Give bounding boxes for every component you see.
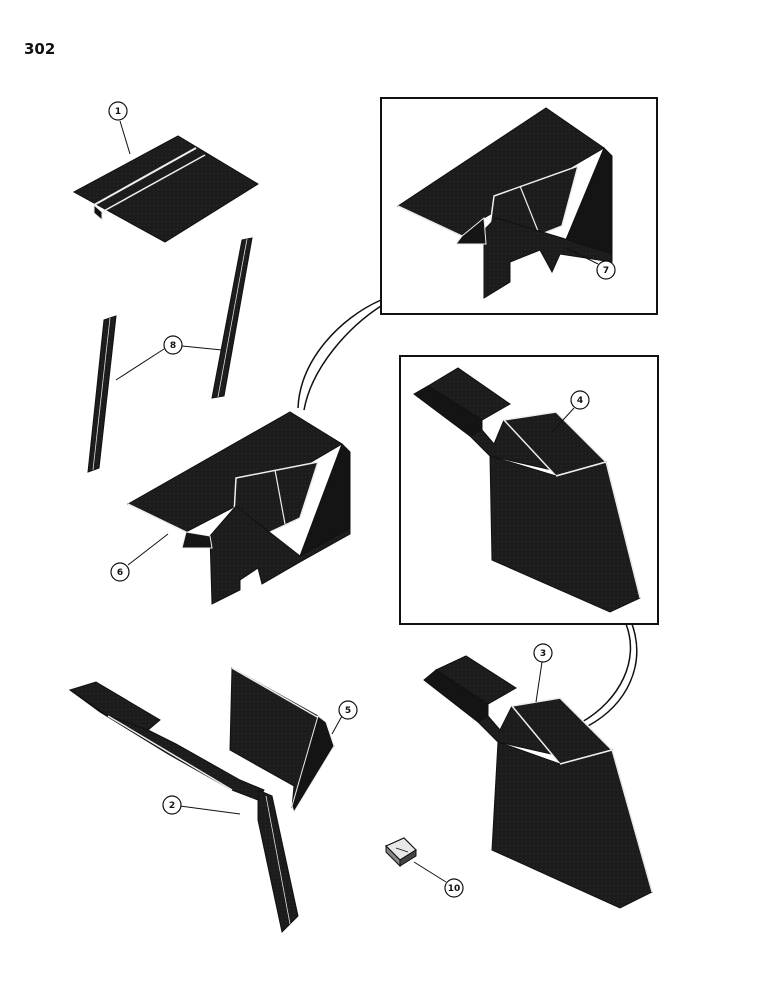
part-5-side-panel xyxy=(229,667,335,814)
part-3-panel xyxy=(423,655,653,909)
callout-10-label: 10 xyxy=(448,884,461,894)
part-10-clip xyxy=(384,837,417,868)
callout-4: 4 xyxy=(551,390,590,433)
part-7-cover xyxy=(396,107,613,299)
part-8-trim-strip-left xyxy=(87,315,117,473)
callout-6-label: 6 xyxy=(117,568,123,578)
callout-3-label: 3 xyxy=(540,649,546,659)
callout-2-label: 2 xyxy=(169,801,175,811)
callout-8-label: 8 xyxy=(170,341,176,351)
callout-8: 8 xyxy=(115,335,223,381)
callout-7-label: 7 xyxy=(603,266,609,276)
callout-2: 2 xyxy=(162,795,241,815)
callout-5: 5 xyxy=(331,700,358,735)
part-1-floor-mat xyxy=(72,135,259,243)
callout-5-label: 5 xyxy=(345,706,351,716)
callout-1-label: 1 xyxy=(115,107,121,117)
part-2-trim-panel xyxy=(68,681,299,934)
part-8-trim-strip-right xyxy=(211,237,253,399)
callout-3: 3 xyxy=(533,643,553,703)
balloon-connectors xyxy=(297,299,638,727)
callout-4-label: 4 xyxy=(577,396,583,406)
inset-box-middle xyxy=(399,355,659,625)
callout-6: 6 xyxy=(110,533,169,582)
part-4-panel xyxy=(413,367,641,613)
inset-box-top xyxy=(380,97,658,315)
callout-1: 1 xyxy=(108,101,131,155)
callout-10: 10 xyxy=(413,861,464,898)
page-number: 302 xyxy=(24,40,56,58)
part-6-cover xyxy=(126,411,351,605)
callout-7: 7 xyxy=(565,247,616,280)
